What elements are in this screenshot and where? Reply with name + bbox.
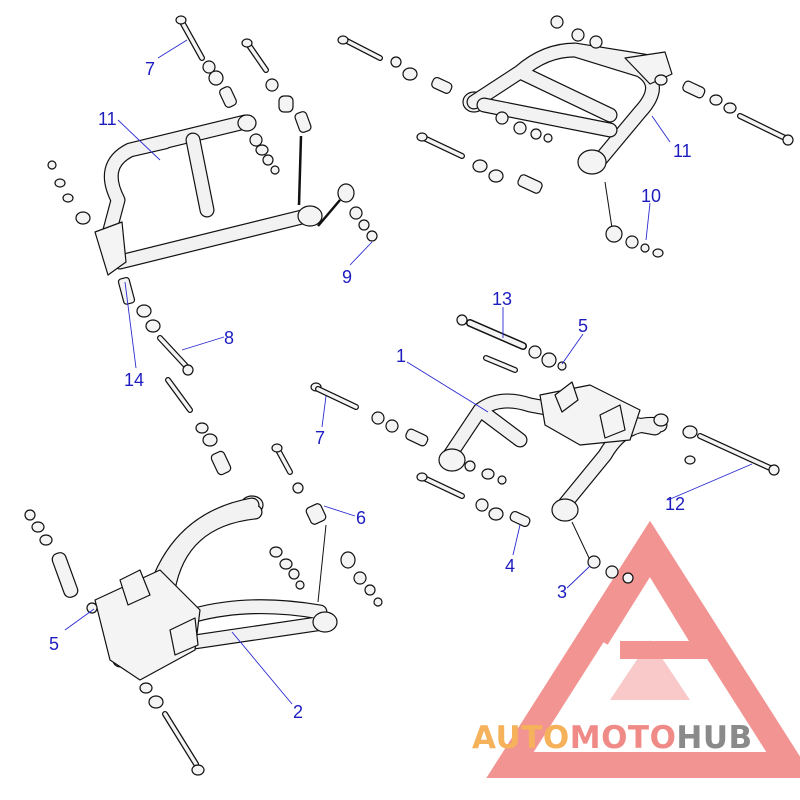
callout-5: 5 — [49, 634, 59, 654]
leader-lines — [64, 39, 753, 705]
watermark-auto: AUTO — [472, 720, 570, 756]
callout-6: 6 — [356, 508, 366, 528]
callout-11: 11 — [673, 141, 692, 161]
watermark-logo-icon — [486, 520, 800, 778]
callout-7: 7 — [315, 428, 325, 448]
watermark-moto: MOTO — [570, 720, 677, 756]
callout-1: 1 — [396, 346, 406, 366]
watermark-hub: HUB — [676, 720, 752, 756]
watermark-text: AUTOMOTOHUB — [472, 720, 753, 756]
callout-11: 11 — [98, 109, 117, 129]
upper-arm-left-assembly — [47, 15, 378, 376]
callout-labels: 7 11 11 10 9 8 14 13 5 1 7 6 12 4 3 5 2 — [49, 59, 692, 722]
callout-5: 5 — [578, 316, 588, 336]
callout-7: 7 — [145, 59, 155, 79]
bolt-icon — [175, 15, 205, 61]
callout-12: 12 — [665, 494, 685, 514]
upper-arm-right-assembly — [337, 15, 794, 258]
callout-3: 3 — [557, 582, 567, 602]
callout-14: 14 — [124, 370, 144, 390]
callout-4: 4 — [505, 556, 515, 576]
callout-8: 8 — [224, 328, 234, 348]
lower-arm-left-assembly — [24, 377, 383, 776]
svg-text:AUTOMOTOHUB: AUTOMOTOHUB — [472, 720, 753, 756]
callout-2: 2 — [293, 702, 303, 722]
callout-10: 10 — [641, 186, 661, 206]
callout-13: 13 — [492, 289, 512, 309]
lower-arm-right-assembly — [310, 314, 780, 584]
callout-9: 9 — [342, 267, 352, 287]
